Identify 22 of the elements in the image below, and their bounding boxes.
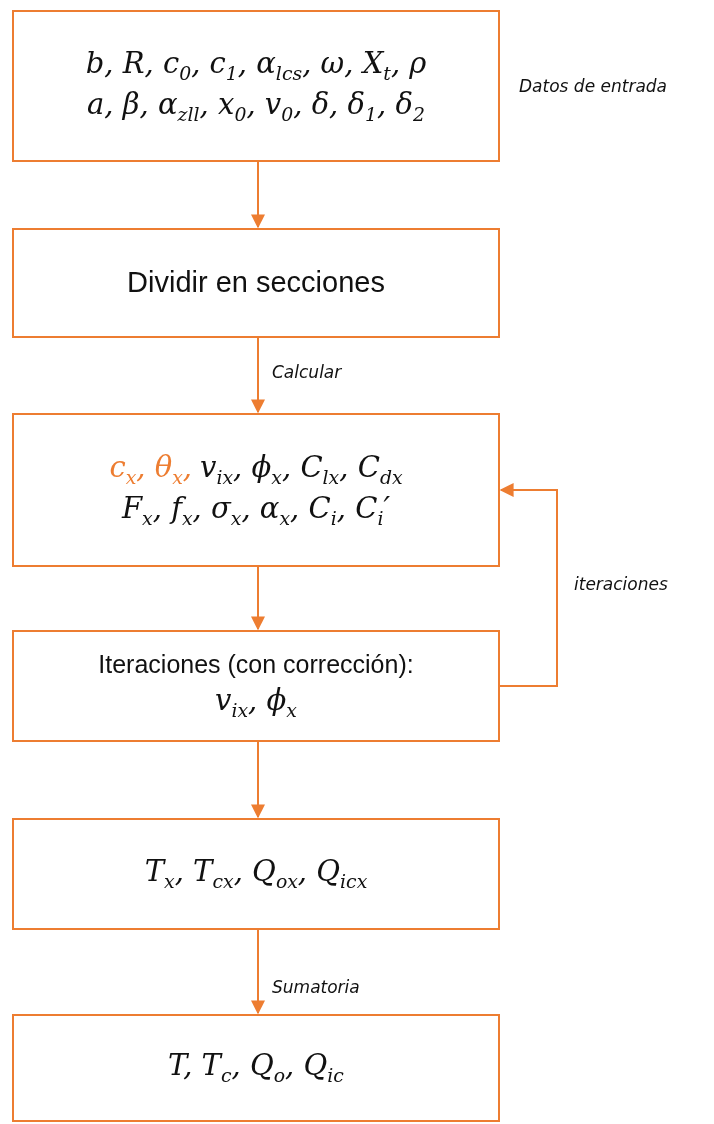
arrow	[251, 161, 265, 229]
formula-text: F$_{x}$, f$_{x}$, σ$_{x}$, α$_{x}$, C$_{i}$, C$_{i}$′	[121, 490, 391, 531]
box-text: Iteraciones (con corrección):	[98, 649, 414, 681]
formula-text: T$_{x}$, T$_{cx}$, Q$_{ox}$, Q$_{icx}$	[144, 853, 368, 895]
arrow	[251, 337, 265, 414]
process-box	[12, 818, 500, 930]
formula-text: b, R, c$_{0}$, c$_{1}$, α$_{lcs}$, ω, X$_{t}$, ρ	[85, 44, 427, 86]
process-box	[12, 630, 500, 742]
formula-text: v$_{ix}$, ϕ$_{x}$, C$_{lx}$, C$_{dx}$	[200, 448, 403, 490]
formula-text: v$_{ix}$, ϕ$_{x}$	[215, 682, 297, 724]
arrow	[251, 741, 265, 819]
process-box	[12, 228, 500, 338]
formula-text: T, T$_{c}$, Q$_{o}$, Q$_{ic}$	[168, 1047, 344, 1089]
arrow	[251, 929, 265, 1015]
box-text: Dividir en secciones	[127, 265, 385, 301]
process-box	[12, 10, 500, 162]
arrow	[499, 483, 558, 687]
formula-text: a, β, α$_{zll}$, x$_{0}$, v$_{0}$, δ, δ$_{1}$, δ$_{2}$	[87, 86, 425, 127]
process-box	[12, 413, 500, 567]
formula-text: c$_{x}$, θ$_{x}$,	[109, 448, 193, 490]
arrow	[251, 566, 265, 631]
process-box	[12, 1014, 500, 1122]
